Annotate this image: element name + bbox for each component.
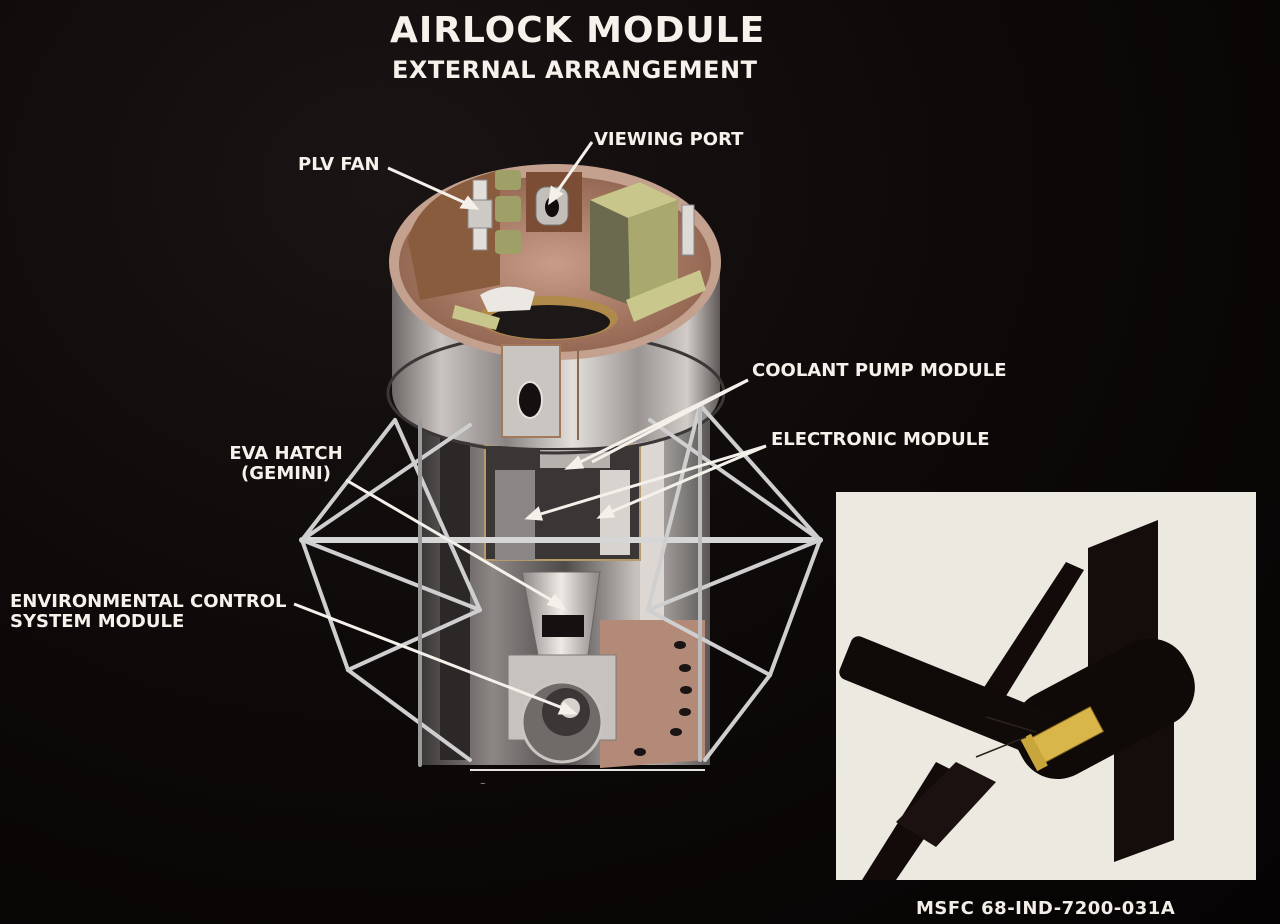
artist-signature: ~ [480,780,486,788]
lower-structure [420,420,710,771]
label-eva-hatch-line2: (GEMINI) [241,463,331,484]
label-electronic-module: ELECTRONIC MODULE [771,429,990,450]
label-ecs-module-line2: SYSTEM MODULE [10,611,185,632]
label-eva-hatch: EVA HATCH (GEMINI) [226,444,346,484]
callout-leaders [293,141,767,715]
label-ecs-module-line1: ENVIRONMENTAL CONTROL [10,591,287,612]
workshop-cluster-silhouette [839,520,1195,880]
label-ecs-module: ENVIRONMENTAL CONTROL SYSTEM MODULE [10,592,287,632]
inset-cluster-image [836,492,1256,880]
label-plv-fan: PLV FAN [298,154,380,175]
label-coolant-pump-module: COOLANT PUMP MODULE [752,360,1007,381]
truss-frame [299,403,823,767]
label-viewing-port: VIEWING PORT [594,129,744,150]
photo-id-caption: MSFC 68-IND-7200-031A [916,898,1176,919]
poster-subtitle: EXTERNAL ARRANGEMENT [392,56,758,84]
poster-title: AIRLOCK MODULE [390,10,766,51]
upper-cylinder [386,164,726,455]
label-eva-hatch-line1: EVA HATCH [229,443,343,464]
